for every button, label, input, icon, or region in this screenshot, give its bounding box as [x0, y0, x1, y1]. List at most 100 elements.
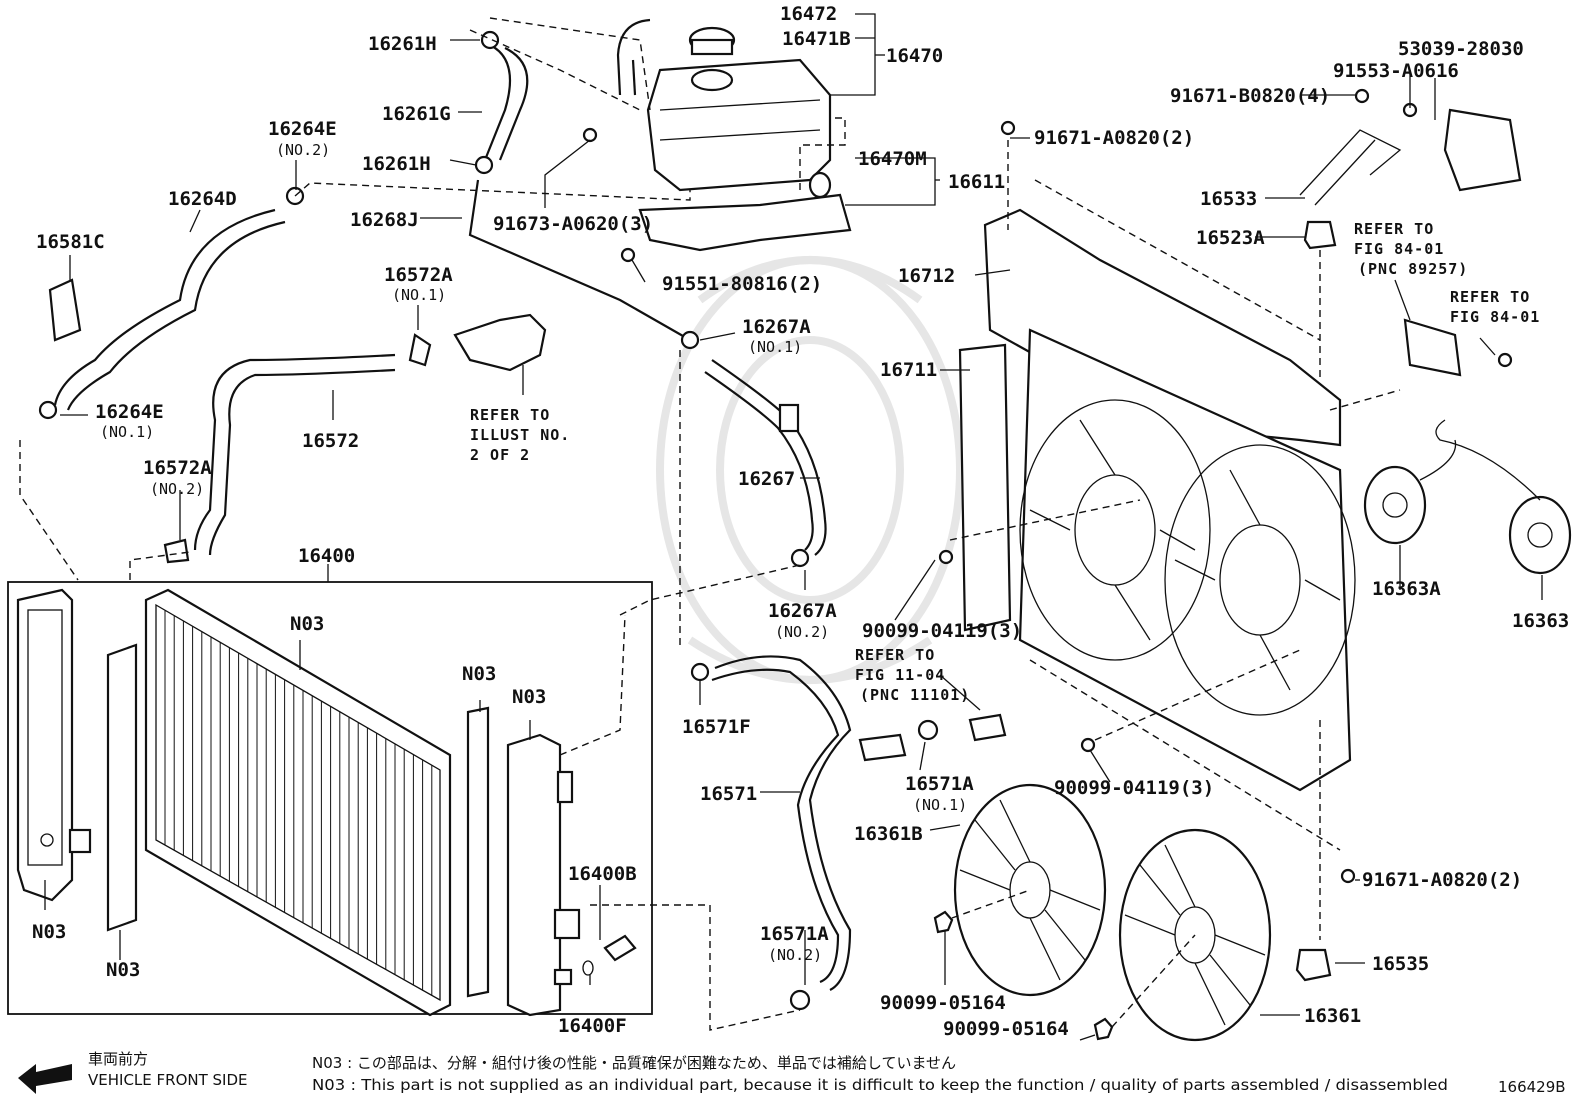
label-16400: 16400 — [298, 545, 355, 567]
label-16267A-top: 16267A — [742, 316, 811, 338]
ref-fig8401-a: REFER TO FIG 84-01 (PNC 89257) — [1354, 220, 1468, 278]
label-16400B: 16400B — [568, 863, 637, 885]
bracket-16533 — [1299, 129, 1402, 206]
ref-fig8401-a-line-3: (PNC 89257) — [1358, 260, 1468, 278]
label-n03-gasket-right: N03 — [462, 663, 496, 685]
n03-note-jp: N03 : この部品は、分解・組付け後の性能・品質確保が困難なため、単品では補給… — [312, 1054, 956, 1072]
label-16361: 16361 — [1304, 1005, 1361, 1027]
ref-fig8401-a-line-2: FIG 84-01 — [1354, 240, 1444, 258]
label-16261H-top: 16261H — [368, 33, 437, 55]
radiator-core-part — [144, 588, 452, 1017]
label-16572A-top-sub: (NO.1) — [392, 286, 446, 304]
leader-lines — [44, 13, 1543, 1041]
label-16572A-top: 16572A — [384, 264, 453, 286]
right-tank-part — [506, 733, 581, 1017]
n03-note-en: N03 : This part is not supplied as an in… — [312, 1076, 1448, 1094]
label-16268J: 16268J — [350, 209, 419, 231]
ref-fig1104-line-1: REFER TO — [855, 646, 935, 664]
right-gasket-part — [466, 706, 490, 998]
label-16572: 16572 — [302, 430, 359, 452]
front-arrow-icon — [18, 1064, 72, 1094]
label-91671-B: 91671-B0820(4) — [1170, 85, 1330, 107]
hose-16571 — [711, 655, 852, 991]
label-16267A-top-sub: (NO.1) — [748, 338, 802, 356]
label-90099-05164-a: 90099-05164 — [880, 992, 1006, 1014]
left-tank-part — [16, 588, 92, 902]
footer: 車両前方 VEHICLE FRONT SIDE N03 : この部品は、分解・組… — [18, 1050, 1566, 1096]
hose-16264D — [53, 208, 286, 411]
grommet-16470M — [808, 171, 832, 199]
fan-shroud-part — [958, 208, 1356, 792]
label-16712: 16712 — [898, 265, 955, 287]
label-16571F: 16571F — [682, 716, 751, 738]
label-16470M: 16470M — [858, 148, 927, 170]
label-16535: 16535 — [1372, 953, 1429, 975]
label-n03-tank-right: N03 — [512, 686, 546, 708]
reservoir-tank-part — [616, 18, 832, 192]
label-91553: 91553-A0616 — [1333, 60, 1459, 82]
cushion-16535 — [1295, 948, 1332, 982]
label-90099-04119-a: 90099-04119(3) — [862, 620, 1022, 642]
label-16471B: 16471B — [782, 28, 851, 50]
label-91673: 91673-A0620(3) — [493, 213, 653, 235]
cushion-16523A — [1303, 220, 1337, 250]
bolts — [582, 88, 1513, 884]
clip-16581C — [48, 278, 82, 342]
label-n03-gasket-left: N03 — [106, 959, 140, 981]
label-90099-05164-b: 90099-05164 — [943, 1018, 1069, 1040]
fan-resistor-part — [1403, 318, 1462, 377]
label-16571A-bot-sub: (NO.2) — [768, 946, 822, 964]
drain-plug-part — [603, 934, 637, 962]
ref-fig8401-b-line-1: REFER TO — [1450, 288, 1530, 306]
ref-fig8401-b-line-2: FIG 84-01 — [1450, 308, 1540, 326]
label-16611: 16611 — [948, 171, 1005, 193]
fan-motor-16363 — [1435, 419, 1572, 575]
nut-90099-05164-a — [933, 910, 954, 934]
radiator-group-box — [7, 581, 653, 1015]
figure-id: 166429B — [1498, 1078, 1566, 1096]
label-91671-A-top: 91671-A0820(2) — [1034, 127, 1194, 149]
label-16264E-bot-sub: (NO.1) — [100, 423, 154, 441]
label-16711: 16711 — [880, 359, 937, 381]
reservoir-bracket-part — [638, 193, 852, 252]
ref-illust-line-1: REFER TO — [470, 406, 550, 424]
water-outlet-part — [453, 313, 547, 372]
label-16572A-bot: 16572A — [143, 457, 212, 479]
label-16523A: 16523A — [1196, 227, 1265, 249]
ref-fig1104-line-3: (PNC 11101) — [860, 686, 970, 704]
ref-fig8401-b: REFER TO FIG 84-01 — [1450, 288, 1540, 326]
label-16267A-bot-sub: (NO.2) — [775, 623, 829, 641]
ref-illust-line-3: 2 OF 2 — [470, 446, 530, 464]
ref-fig1104: REFER TO FIG 11-04 (PNC 11101) — [855, 646, 970, 704]
label-16571A-bot: 16571A — [760, 923, 829, 945]
ref-illust-line-2: ILLUST NO. — [470, 426, 570, 444]
label-16261G: 16261G — [382, 103, 451, 125]
dashed-lines — [19, 17, 1401, 1031]
label-16264E-top: 16264E — [268, 118, 337, 140]
label-16363: 16363 — [1512, 610, 1569, 632]
direction-en: VEHICLE FRONT SIDE — [88, 1071, 248, 1089]
ref-illust: REFER TO ILLUST NO. 2 OF 2 — [470, 406, 570, 464]
hose-16261G — [483, 44, 529, 161]
o-ring-part — [582, 960, 594, 976]
label-16572A-bot-sub: (NO.2) — [150, 480, 204, 498]
label-n03-tank-left: N03 — [32, 921, 66, 943]
ref-fig8401-a-line-1: REFER TO — [1354, 220, 1434, 238]
label-16267: 16267 — [738, 468, 795, 490]
ref-fig1104-line-2: FIG 11-04 — [855, 666, 945, 684]
label-16261H-mid: 16261H — [362, 153, 431, 175]
label-16571A-mid: 16571A — [905, 773, 974, 795]
label-16571: 16571 — [700, 783, 757, 805]
part-labels: 16472 16471B 16470 16261H 16261G 16261H … — [32, 3, 1569, 1040]
label-91551: 91551-80816(2) — [662, 273, 822, 295]
label-16571A-mid-sub: (NO.1) — [913, 796, 967, 814]
hose-16572 — [193, 353, 396, 556]
label-16400F: 16400F — [558, 1015, 627, 1037]
pipe-16268J — [468, 179, 691, 341]
label-53039: 53039-28030 — [1398, 38, 1524, 60]
label-16264D: 16264D — [168, 188, 237, 210]
direction-jp: 車両前方 — [88, 1050, 148, 1068]
hose-16267 — [704, 359, 827, 556]
label-16264E-bot: 16264E — [95, 401, 164, 423]
